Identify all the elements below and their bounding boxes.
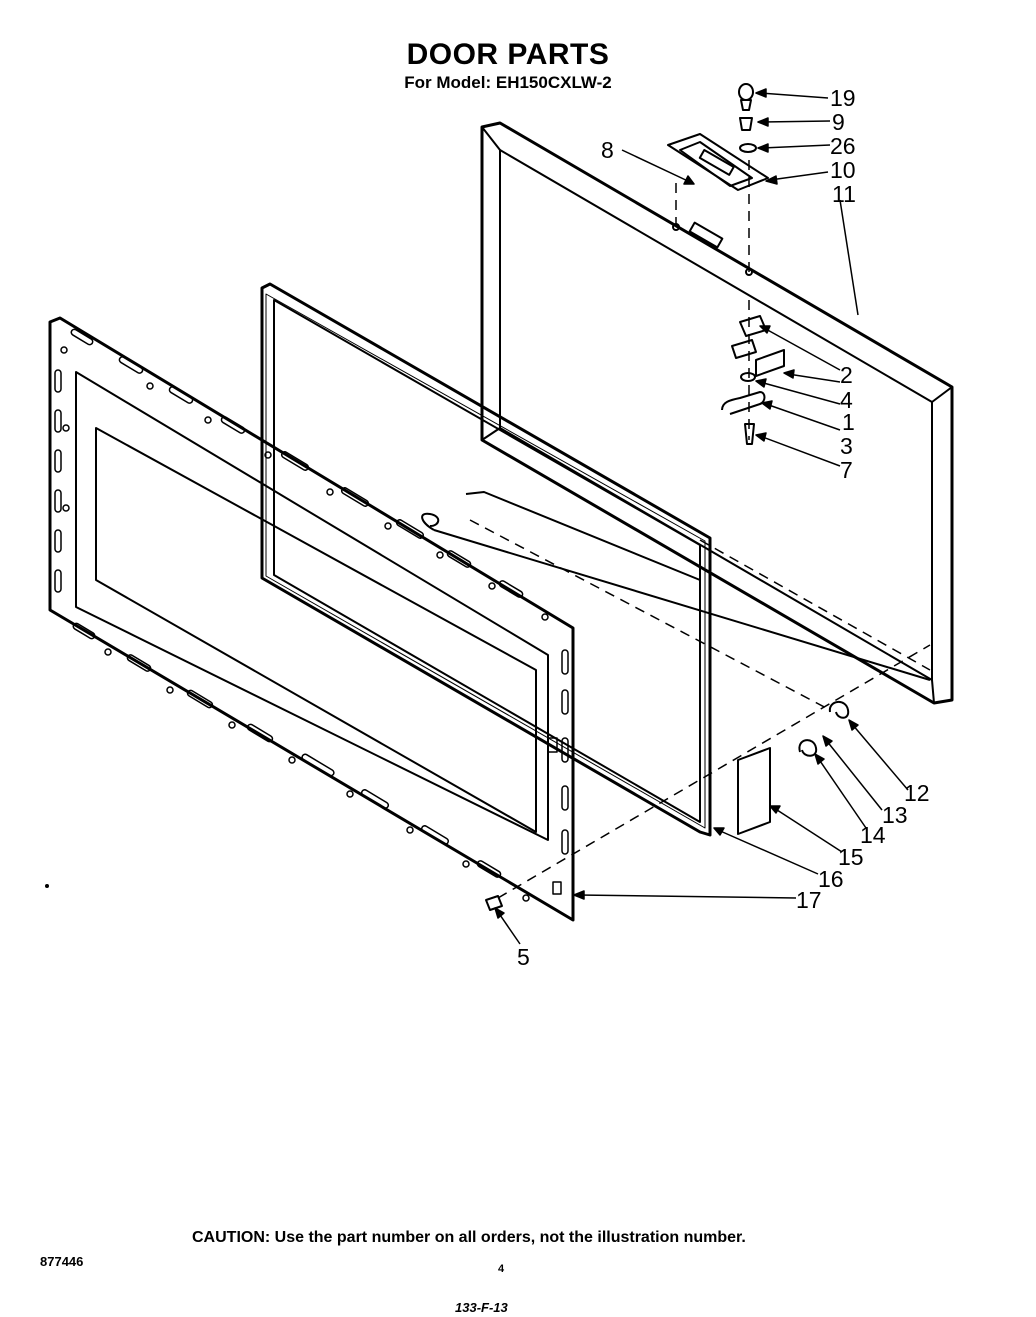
callout-12: 12 <box>904 780 930 806</box>
callout-16: 16 <box>818 866 844 892</box>
stray-dot <box>45 884 49 888</box>
callout-4: 4 <box>840 387 853 413</box>
leader-lines <box>494 88 909 945</box>
callout-13: 13 <box>882 802 908 828</box>
page-title: DOOR PARTS <box>406 38 610 71</box>
inner-door-panel <box>48 316 575 922</box>
callout-3: 3 <box>840 433 853 459</box>
callout-7: 7 <box>840 457 853 483</box>
callout-1: 1 <box>842 409 855 435</box>
callout-labels: 19 9 26 10 11 8 2 4 1 3 7 12 13 14 15 16… <box>517 85 930 970</box>
model-subtitle: For Model: EH150CXLW-2 <box>404 73 612 92</box>
callout-8: 8 <box>601 137 614 163</box>
callout-11: 11 <box>832 181 856 207</box>
callout-9: 9 <box>832 109 845 135</box>
latch-assembly <box>667 83 785 445</box>
footer-code: 133-F-13 <box>455 1300 508 1315</box>
caution-note: CAUTION: Use the part number on all orde… <box>192 1229 746 1246</box>
callout-15: 15 <box>838 844 864 870</box>
door-gasket <box>260 282 712 837</box>
outer-door-frame <box>480 121 954 705</box>
document-number: 877446 <box>40 1254 84 1269</box>
callout-14: 14 <box>860 822 886 848</box>
callout-5: 5 <box>517 944 530 970</box>
assembly-guide-lines <box>469 160 931 899</box>
page-number: 4 <box>498 1263 505 1275</box>
spring-wire <box>421 491 931 681</box>
callout-17: 17 <box>796 887 822 913</box>
hinge-spring-parts <box>485 701 850 911</box>
callout-26: 26 <box>830 133 856 159</box>
callout-2: 2 <box>840 362 853 388</box>
callout-19: 19 <box>830 85 856 111</box>
callout-10: 10 <box>830 157 856 183</box>
